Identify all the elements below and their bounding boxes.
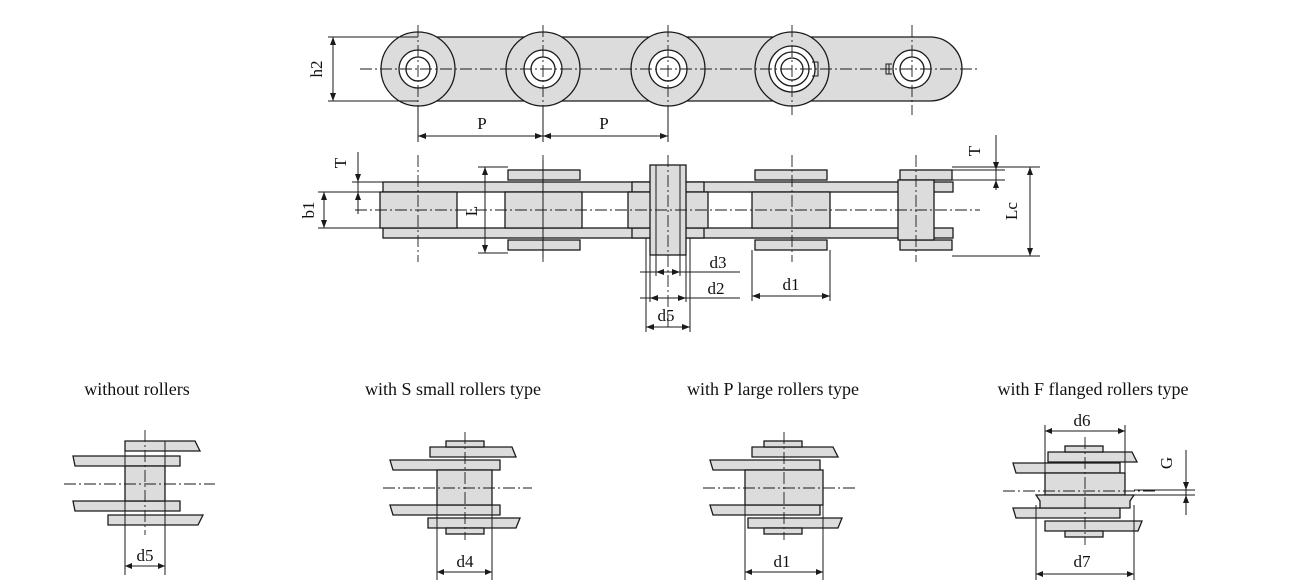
pitch-label: P xyxy=(477,114,486,133)
T-label: T xyxy=(965,145,984,156)
d5-label: d5 xyxy=(658,306,675,325)
d5-label: d5 xyxy=(137,546,154,565)
dimension-d4: d4 xyxy=(436,505,493,580)
dimension-d5: d5 xyxy=(124,530,166,575)
d2-label: d2 xyxy=(708,279,725,298)
variant-title: with F flanged rollers type xyxy=(998,379,1189,399)
dimension-T-right: T xyxy=(952,135,1005,190)
pitch-label: P xyxy=(599,114,608,133)
d7-label: d7 xyxy=(1074,552,1092,571)
outer-plate xyxy=(754,239,828,251)
plan-view: T b1 L T xyxy=(299,135,1040,332)
dimension-d7: d7 xyxy=(1035,505,1135,580)
L-label: L xyxy=(462,206,481,216)
d1-label: d1 xyxy=(783,275,800,294)
variant-flanged-rollers: with F flanged rollers type d6 G xyxy=(998,379,1195,580)
d1-label: d1 xyxy=(774,552,791,571)
dimension-G: G xyxy=(1134,450,1195,515)
d6-label: d6 xyxy=(1074,411,1091,430)
outer-plate xyxy=(899,169,953,181)
b1-label: b1 xyxy=(299,202,318,219)
G-label: G xyxy=(1157,457,1176,469)
outer-plate xyxy=(754,169,828,181)
T-label: T xyxy=(331,157,350,168)
outer-plate xyxy=(507,239,581,251)
variant-large-rollers: with P large rollers type d1 xyxy=(687,379,859,580)
variant-title: with S small rollers type xyxy=(365,379,541,399)
h2-label: h2 xyxy=(307,61,326,78)
dimension-h2: h2 xyxy=(307,36,418,102)
d4-label: d4 xyxy=(457,552,475,571)
dimension-d5: d5 xyxy=(645,238,691,332)
dimension-L: L xyxy=(462,166,508,254)
outer-plate xyxy=(899,239,953,251)
dimension-Lc: Lc xyxy=(952,166,1040,257)
variant-title: with P large rollers type xyxy=(687,379,859,399)
outer-plate xyxy=(507,169,581,181)
dimension-d1: d1 xyxy=(744,505,824,580)
dimension-b1: b1 xyxy=(299,191,380,229)
dimension-pitch: P P xyxy=(417,106,669,142)
top-view: h2 P P xyxy=(307,25,978,142)
variant-title: without rollers xyxy=(84,379,190,399)
variant-without-rollers: without rollers d5 xyxy=(64,379,215,575)
dimension-T-left: T xyxy=(331,152,383,214)
d3-label: d3 xyxy=(710,253,727,272)
Lc-label: Lc xyxy=(1002,202,1021,220)
dimension-d1: d1 xyxy=(751,250,831,301)
dimension-d3: d3 xyxy=(640,253,740,276)
dimension-d6: d6 xyxy=(1044,411,1126,473)
variant-small-rollers: with S small rollers type d4 xyxy=(365,379,541,580)
